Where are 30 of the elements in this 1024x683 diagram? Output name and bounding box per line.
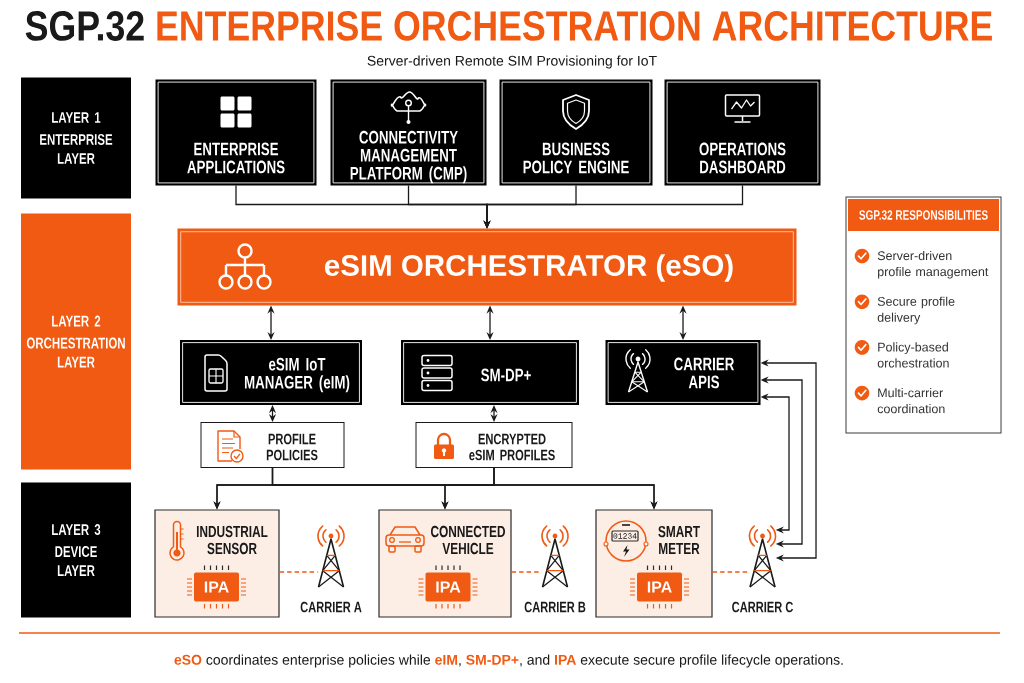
dashed-line <box>278 571 319 573</box>
component-box: BUSINESS POLICY ENGINE <box>499 79 653 186</box>
component-box: ENTERPRISE APPLICATIONS <box>155 79 317 186</box>
carrier-label: CARRIER B <box>524 601 586 613</box>
panel-header: SGP.32 RESPONSIBILITIES <box>848 199 999 231</box>
carrier-label: CARRIER A <box>300 601 362 613</box>
data-box: PROFILE POLICIES <box>200 422 345 468</box>
layer-band: LAYER 2 ORCHESTRATION LAYER <box>21 213 131 470</box>
data-box: ENCRYPTED eSIM PROFILES <box>415 422 573 468</box>
list-item: Secure profile delivery <box>877 296 955 325</box>
caption: eSO coordinates enterprise policies while eIM, SM-DP+, and IPA execute secure profile lifecycle operations. <box>174 654 843 668</box>
subtitle: Server-driven Remote SIM Provisioning for IoT <box>367 55 657 69</box>
meter-display: 01234 <box>611 530 639 542</box>
chip: IPA <box>417 564 479 610</box>
list-item: Server-driven profile management <box>877 250 989 279</box>
dashed-line <box>711 571 750 573</box>
title: SGP.32 ENTERPRISE ORCHESTRATION ARCHITECTURE <box>25 11 992 41</box>
layer-band: LAYER 1 ENTERPRISE LAYER <box>21 77 131 199</box>
carrier-label: CARRIER C <box>732 601 794 613</box>
component-box: SM-DP+ <box>401 340 579 405</box>
list-item: Multi-carrier coordination <box>877 388 945 414</box>
chip: IPA <box>186 564 247 610</box>
orchestrator-banner: eSIM ORCHESTRATOR (eSO) <box>177 228 797 306</box>
component-box: OPERATIONS DASHBOARD <box>664 79 821 186</box>
component-box: eSIM IoT MANAGER (eIM) <box>180 340 362 405</box>
layer-band: LAYER 3 DEVICE LAYER <box>21 482 131 618</box>
chip: IPA <box>629 564 690 610</box>
list-item: Policy-based orchestration <box>877 342 949 368</box>
component-box: CONNECTIVITY MANAGEMENT PLATFORM (CMP) <box>330 79 487 186</box>
component-box: CARRIER APIS <box>605 340 761 405</box>
